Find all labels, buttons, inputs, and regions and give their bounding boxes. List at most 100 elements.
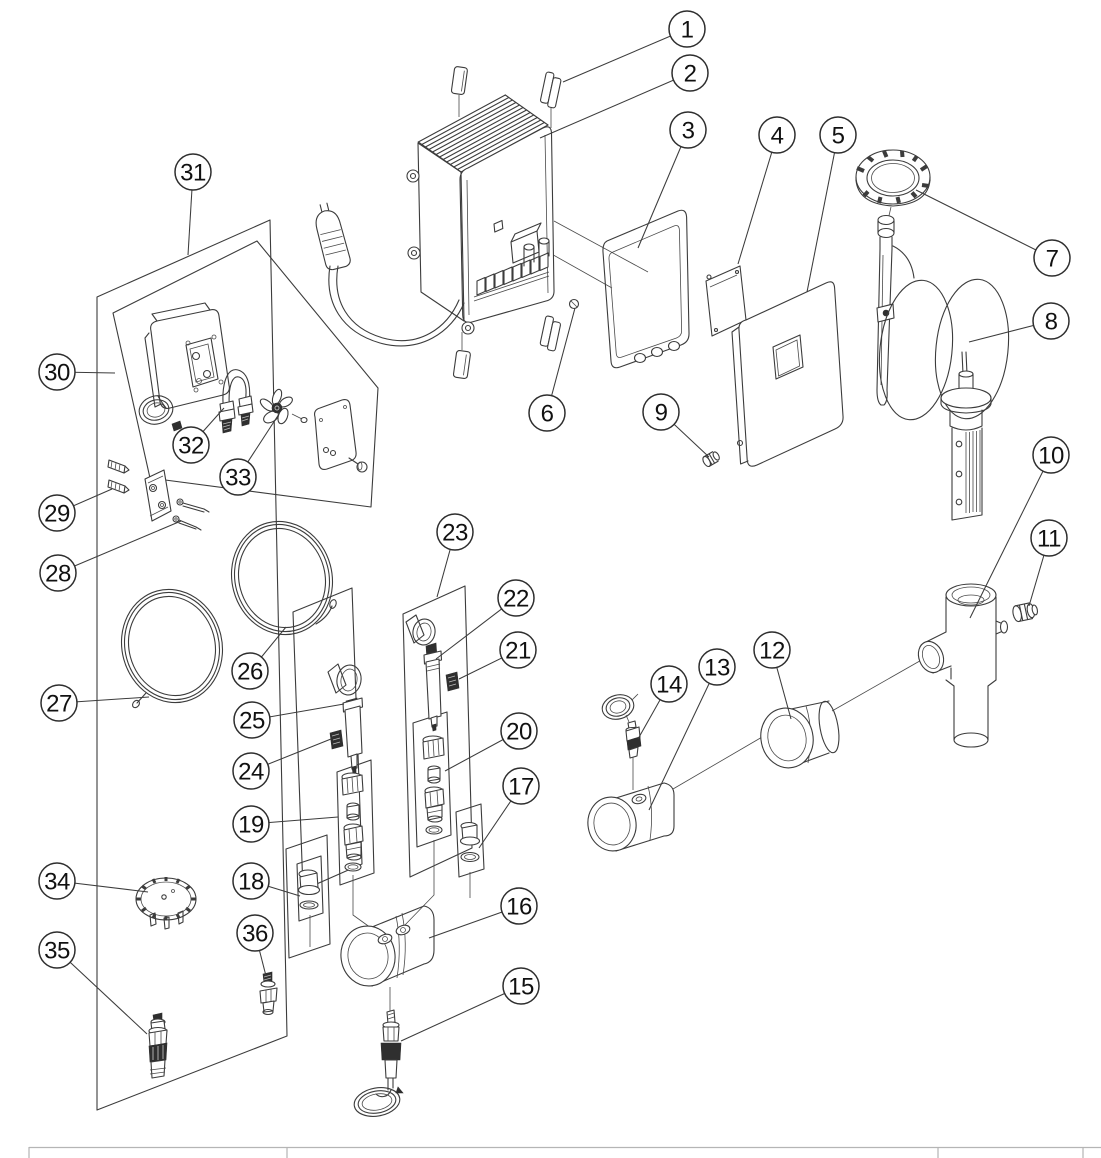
callout-number: 20 xyxy=(506,719,532,746)
ring-nut xyxy=(855,149,931,207)
probe-kit-panel-left xyxy=(292,587,363,891)
callout-number: 28 xyxy=(45,561,71,588)
callout-number: 36 xyxy=(242,921,268,948)
cable-clip-top xyxy=(450,66,468,95)
callout-number: 4 xyxy=(771,123,784,150)
callout-4: 4 xyxy=(737,116,796,265)
callout-circle xyxy=(1032,436,1070,474)
cell-body xyxy=(940,370,992,521)
callout-number: 16 xyxy=(506,894,532,921)
callout-number: 32 xyxy=(178,433,204,460)
injection-fitting-17 xyxy=(459,821,481,863)
callout-circle xyxy=(436,513,474,551)
callout-number: 9 xyxy=(655,400,668,427)
injection-valve xyxy=(148,1012,168,1079)
callout-number: 6 xyxy=(541,401,554,428)
callout-circle xyxy=(232,752,270,790)
callout-number: 31 xyxy=(180,160,206,187)
callout-24: 24 xyxy=(232,738,332,790)
callout-number: 26 xyxy=(237,659,263,686)
callout-circle xyxy=(233,701,271,739)
tubing-coil-26 xyxy=(230,520,334,636)
callout-21: 21 xyxy=(458,631,537,680)
callout-11: 11 xyxy=(1028,519,1068,607)
callout-22: 22 xyxy=(435,579,535,660)
callout-number: 13 xyxy=(704,655,730,682)
front-cover xyxy=(731,281,844,467)
callout-circle xyxy=(174,153,212,191)
callout-2: 2 xyxy=(539,54,709,139)
callout-10: 10 xyxy=(969,436,1070,619)
callout-circle xyxy=(500,712,538,750)
callout-number: 25 xyxy=(239,708,265,735)
callout-number: 8 xyxy=(1045,309,1058,336)
callout-26: 26 xyxy=(231,626,287,690)
callout-number: 21 xyxy=(505,638,531,665)
callout-13: 13 xyxy=(648,648,736,811)
tee-plug xyxy=(1012,602,1038,623)
callout-number: 1 xyxy=(681,17,694,44)
callout-34: 34 xyxy=(38,862,149,900)
callout-circle xyxy=(500,887,538,925)
callout-circle xyxy=(219,458,257,496)
callout-circle xyxy=(1033,239,1071,277)
assembly-lines xyxy=(309,95,926,1012)
callout-28: 28 xyxy=(39,520,182,592)
power-cable xyxy=(328,265,465,347)
callout-number: 12 xyxy=(759,638,785,665)
callout-leader-line xyxy=(806,134,839,293)
callout-leader-line xyxy=(969,454,1052,619)
callout-number: 15 xyxy=(508,974,534,1001)
injection-fitting-18 xyxy=(297,869,321,910)
fitting18-box-inner xyxy=(296,855,324,922)
callout-circle xyxy=(819,116,857,154)
callout-32: 32 xyxy=(172,407,225,464)
cable-clip-double-top xyxy=(539,71,562,109)
callout-circle xyxy=(758,116,796,154)
front-square-hole xyxy=(493,219,504,233)
ph-probe xyxy=(327,663,364,775)
valve-body xyxy=(587,782,675,852)
callout-circle xyxy=(172,426,210,464)
cable-clip-double-bottom xyxy=(539,315,561,352)
screw-6 xyxy=(568,298,580,310)
callout-circle xyxy=(38,931,76,969)
callout-leader-line xyxy=(400,985,522,1042)
cover-gasket xyxy=(602,209,690,369)
probe-gland-20 xyxy=(422,735,445,835)
callout-20: 20 xyxy=(444,712,538,772)
callout-circle xyxy=(232,862,270,900)
control-unit xyxy=(315,66,580,379)
callout-29: 29 xyxy=(38,488,113,532)
terminal-blocks xyxy=(473,252,550,302)
tubing-coil-27 xyxy=(120,588,224,704)
callout-31: 31 xyxy=(174,153,212,256)
callout-number: 14 xyxy=(656,672,682,699)
callout-27: 27 xyxy=(40,684,150,722)
callout-number: 30 xyxy=(44,360,70,387)
flow-switch-sensor xyxy=(601,693,642,759)
callout-circle xyxy=(497,579,535,617)
coiled-cable xyxy=(878,245,1010,421)
callout-14: 14 xyxy=(637,665,688,740)
callout-number: 34 xyxy=(44,869,70,896)
callout-number: 22 xyxy=(503,586,529,613)
callout-circle xyxy=(671,54,709,92)
wall-anchors xyxy=(107,459,130,494)
callout-8: 8 xyxy=(968,302,1070,343)
control-box-side xyxy=(417,142,465,322)
callout-30: 30 xyxy=(38,353,116,391)
pump-cover-plate xyxy=(314,399,368,473)
gland-box-left xyxy=(336,759,375,886)
footer-table-edge xyxy=(28,1146,1101,1158)
callout-number: 23 xyxy=(442,520,468,547)
callout-number: 5 xyxy=(832,123,845,150)
probe-connector-21 xyxy=(445,671,460,692)
callout-circle xyxy=(698,648,736,686)
probe-sensor-15 xyxy=(353,1009,404,1117)
callout-17: 17 xyxy=(478,767,540,849)
coupling-socket xyxy=(760,700,840,769)
callout-circle xyxy=(499,631,537,669)
